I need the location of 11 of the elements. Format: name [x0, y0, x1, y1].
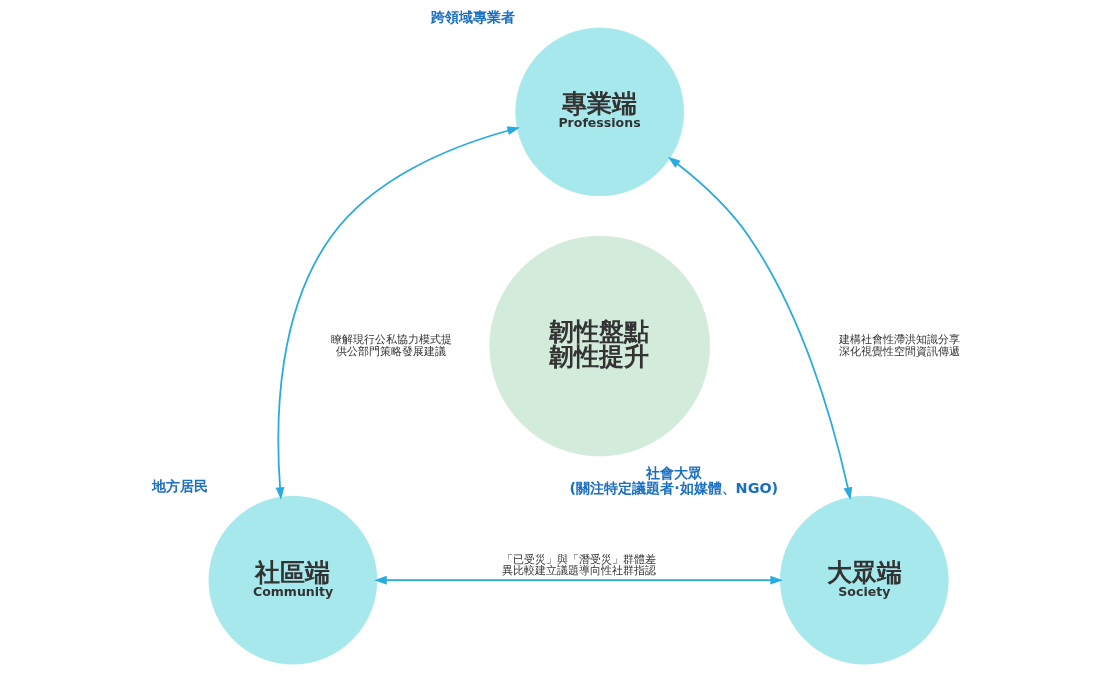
arrow	[373, 575, 783, 585]
node-label: 地方居民	[151, 477, 208, 494]
edge-label: 建構社會性滯洪知識分享深化視覺性空間資訊傳遞	[838, 333, 960, 358]
arrow	[667, 156, 852, 500]
node-circle: 大眾端 Society	[779, 495, 949, 665]
node-label: 跨領域專業者	[430, 9, 515, 26]
arrow	[275, 126, 520, 500]
edge-label: 瞭解現行公私協力模式提供公部門策略發展建議	[330, 333, 452, 358]
edge-label: 「已受災」與「潛受災」群體差異比較建立議題導向性社群指認	[501, 552, 656, 578]
node-circle: 社區端 Community	[208, 495, 377, 665]
node-circle: 韌性盤點 韌性提升	[488, 235, 710, 457]
